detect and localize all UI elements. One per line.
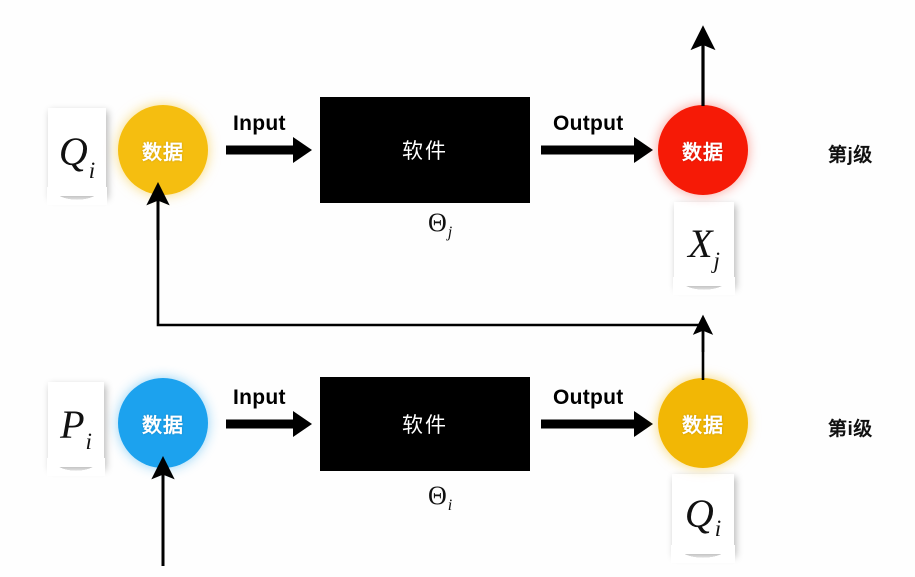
theta-subscript: i xyxy=(447,497,453,515)
level-i-output-node[interactable]: 数据 xyxy=(658,378,748,468)
arrow-shaft xyxy=(541,419,635,429)
level-i-process-box[interactable]: 软件 xyxy=(320,377,530,471)
level-j-input-edge-label: Input xyxy=(233,112,286,135)
level-i-output-node-label: 数据 xyxy=(682,414,724,437)
level-j-output-arrow xyxy=(541,137,653,163)
theta-symbol: Θ xyxy=(428,481,447,510)
level-i-input-node-label: 数据 xyxy=(142,414,184,437)
arrow-head xyxy=(293,411,312,437)
arrow-shaft xyxy=(226,145,294,155)
level-j-process-parameter: Θj xyxy=(428,208,452,242)
level-j-input-node[interactable]: 数据 xyxy=(118,105,208,195)
theta-symbol: Θ xyxy=(428,208,447,237)
level-j-output-node-label: 数据 xyxy=(682,141,724,164)
level-j-output-node[interactable]: 数据 xyxy=(658,105,748,195)
arrow-shaft xyxy=(541,145,635,155)
level-j-process-label: 软件 xyxy=(402,140,448,163)
document-variable: Q xyxy=(684,491,714,536)
arrow-head xyxy=(293,137,312,163)
document-subscript: j xyxy=(713,248,720,273)
document-variable: P xyxy=(60,401,85,447)
level-i-process-parameter: Θi xyxy=(428,481,452,515)
document-variable: X xyxy=(688,221,713,266)
level-j-input-arrow xyxy=(226,137,312,163)
level-i-process-label: 软件 xyxy=(402,414,448,437)
level-i-input-edge-label: Input xyxy=(233,386,286,409)
document-subscript: i xyxy=(88,158,96,183)
level-j-input-node-label: 数据 xyxy=(142,141,184,164)
level-i-output-arrow xyxy=(541,411,653,437)
document-subscript: i xyxy=(714,516,722,541)
document-variable: Q xyxy=(58,129,88,174)
level-i-output-edge-label: Output xyxy=(553,386,624,409)
level-j-process-box[interactable]: 软件 xyxy=(320,97,530,203)
level-j-label: 第j级 xyxy=(828,145,873,166)
arrow-head xyxy=(634,137,653,163)
document-subscript: i xyxy=(85,429,92,454)
level-i-label: 第i级 xyxy=(828,419,873,440)
level-j-output-edge-label: Output xyxy=(553,112,624,135)
theta-subscript: j xyxy=(447,224,453,242)
level-i-input-node[interactable]: 数据 xyxy=(118,378,208,468)
level-i-input-arrow xyxy=(226,411,312,437)
arrow-shaft xyxy=(226,419,294,429)
arrow-head xyxy=(634,411,653,437)
